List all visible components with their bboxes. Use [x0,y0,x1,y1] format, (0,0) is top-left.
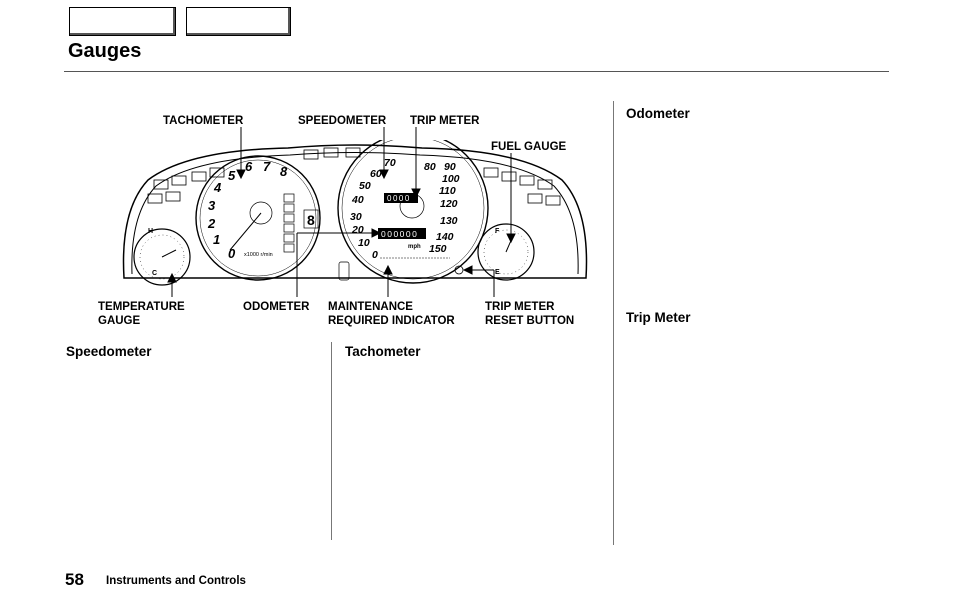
instrument-cluster-illustration: H C 0 1 2 3 4 5 6 7 8 x1000 r/min 8 [122,140,588,286]
column-divider-right [613,101,614,545]
svg-text:0: 0 [372,249,378,261]
callout-odometer: ODOMETER [243,301,310,313]
svg-text:8: 8 [307,212,315,228]
svg-text:110: 110 [439,185,456,197]
nav-button-next[interactable] [186,7,291,36]
title-divider [64,71,889,72]
svg-text:7: 7 [263,159,271,174]
callout-temperature-gauge: TEMPERATURE GAUGE [98,301,185,327]
callout-maintenance-indicator: MAINTENANCE REQUIRED INDICATOR [328,301,455,327]
svg-text:70: 70 [384,157,396,169]
svg-text:100: 100 [442,173,460,185]
section-heading-odometer: Odometer [626,106,690,121]
section-heading-speedometer: Speedometer [66,344,152,359]
svg-text:000000: 000000 [381,229,418,239]
section-heading-trip-meter: Trip Meter [626,310,691,325]
svg-text:30: 30 [350,211,362,223]
callout-trip-reset-button: TRIP METER RESET BUTTON [485,301,575,327]
center-indicator-strip [283,193,350,281]
page-number: 58 [65,570,84,589]
svg-text:5: 5 [228,168,236,183]
page-title: Gauges [68,40,142,62]
svg-text:x1000 r/min: x1000 r/min [244,252,273,258]
fuel-gauge: F E [477,223,535,281]
svg-text:4: 4 [213,180,222,195]
tachometer-dial: 0 1 2 3 4 5 6 7 8 x1000 r/min [195,155,321,281]
svg-text:10: 10 [358,237,370,249]
svg-text:40: 40 [351,194,364,206]
svg-text:50: 50 [359,180,371,192]
svg-text:6: 6 [245,159,253,174]
svg-text:C: C [152,270,157,277]
callout-tachometer: TACHOMETER [163,115,244,127]
nav-button-previous[interactable] [69,7,176,36]
svg-text:H: H [148,228,153,235]
svg-text:E: E [495,269,500,276]
svg-text:150: 150 [429,243,447,255]
footer-chapter: Instruments and Controls [106,575,246,587]
svg-text:80: 80 [424,161,436,173]
svg-text:3: 3 [208,198,216,213]
callout-trip-meter: TRIP METER [410,115,480,127]
svg-text:140: 140 [436,231,454,243]
svg-text:90: 90 [444,161,456,173]
temperature-gauge: H C [133,228,191,286]
svg-text:2: 2 [207,216,216,231]
section-heading-tachometer: Tachometer [345,344,421,359]
svg-text:120: 120 [440,198,458,210]
column-divider-middle [331,342,332,540]
svg-text:mph: mph [408,244,421,250]
svg-text:F: F [495,228,500,235]
speedometer-dial: 0 10 20 30 40 50 60 70 80 90 100 110 120… [337,140,489,284]
svg-text:60: 60 [370,168,382,180]
callout-speedometer: SPEEDOMETER [298,115,387,127]
svg-text:8: 8 [280,164,288,179]
svg-text:0000: 0000 [387,194,411,203]
svg-text:1: 1 [213,232,220,247]
svg-text:0: 0 [228,246,236,261]
callout-fuel-gauge: FUEL GAUGE [491,141,567,153]
svg-text:130: 130 [440,215,458,227]
